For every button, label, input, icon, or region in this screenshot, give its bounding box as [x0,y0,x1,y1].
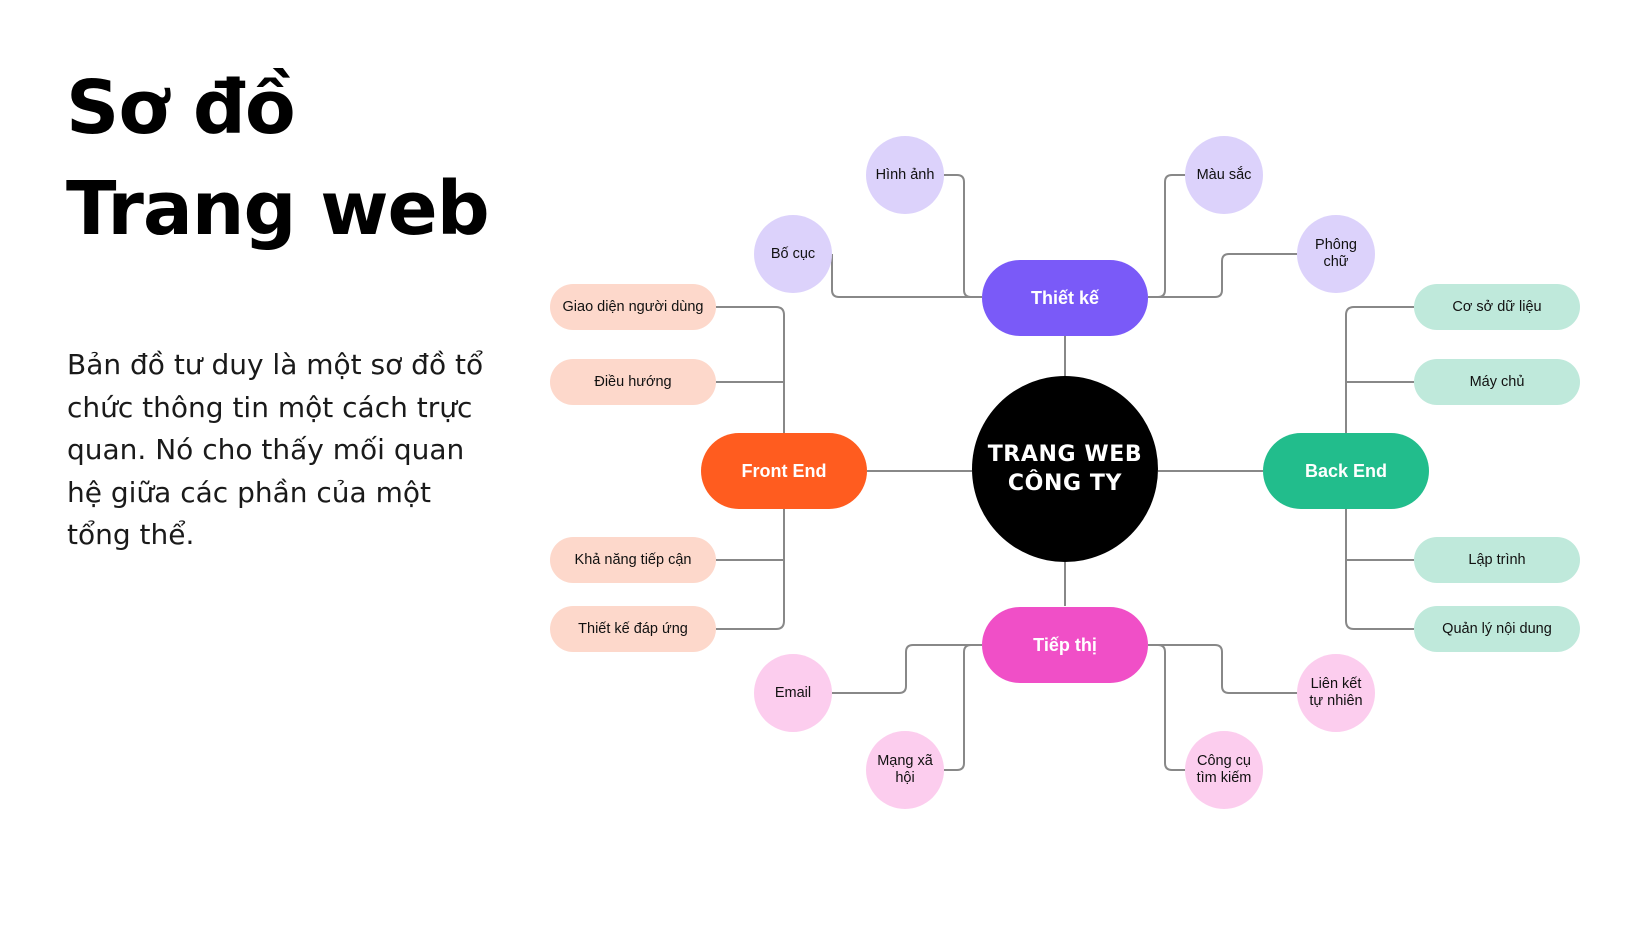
branch-front-end: Front End [701,433,867,509]
backend-item-may-chu: Máy chủ [1414,359,1580,405]
frontend-item-dieu-huong: Điều hướng [550,359,716,405]
backend-item-quan-ly: Quản lý nội dung [1414,606,1580,652]
connector-giao-dien [716,306,785,433]
design-item-hinh-anh: Hình ảnh [866,136,944,214]
page-title: Sơ đồ Trang web [66,58,490,260]
backend-item-co-so-du-lieu: Cơ sở dữ liệu [1414,284,1580,330]
connector-quan-ly [1345,509,1414,630]
marketing-item-email: Email [754,654,832,732]
frontend-item-giao-dien: Giao diện người dùng [550,284,716,330]
branch-marketing: Tiếp thị [982,607,1148,683]
connector-hinh-anh [944,174,982,298]
frontend-item-thiet-ke-dap-ung: Thiết kế đáp ứng [550,606,716,652]
connector-email [832,644,982,694]
connector-co-so-du-lieu [1345,306,1414,433]
connector-mau-sac [1148,174,1185,298]
connector-cong-cu [1148,644,1185,771]
marketing-item-mang-xa-hoi: Mạng xã hội [866,731,944,809]
design-item-bo-cuc: Bố cục [754,215,832,293]
connector-phong-chu [1148,253,1297,298]
design-item-phong-chu: Phông chữ [1297,215,1375,293]
marketing-item-cong-cu: Công cụ tìm kiếm [1185,731,1263,809]
design-item-mau-sac: Màu sắc [1185,136,1263,214]
backend-item-lap-trinh: Lập trình [1414,537,1580,583]
connector-lien-ket [1148,644,1297,694]
description-text: Bản đồ tư duy là một sơ đồ tổ chức thông… [67,348,484,551]
connector-bo-cuc [831,254,982,298]
connector-thiet-ke-dap-ung [716,509,785,630]
center-node: TRANG WEB CÔNG TY [972,376,1158,562]
frontend-item-kha-nang: Khả năng tiếp cận [550,537,716,583]
branch-design: Thiết kế [982,260,1148,336]
connector-mang-xa-hoi [944,644,982,771]
marketing-item-lien-ket: Liên kết tự nhiên [1297,654,1375,732]
title-line-1: Sơ đồ [66,65,296,151]
title-line-2: Trang web [66,166,490,252]
branch-back-end: Back End [1263,433,1429,509]
